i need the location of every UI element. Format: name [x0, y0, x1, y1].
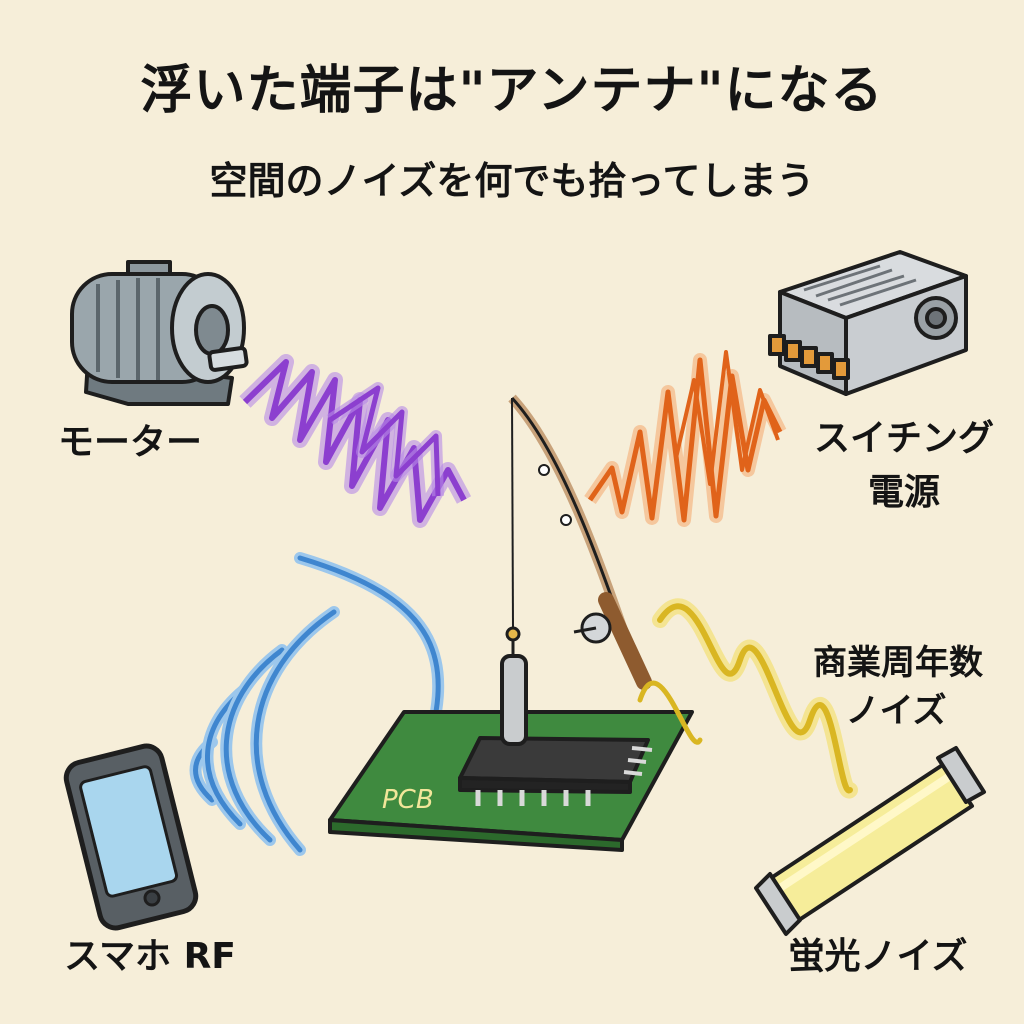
- fluorescent-tube-icon: [754, 746, 986, 936]
- fishing-rod-icon: [508, 394, 652, 690]
- pcb-label: PCB: [382, 785, 434, 815]
- motor-icon: [70, 260, 249, 406]
- circuit-board-icon: [328, 710, 694, 852]
- smps-label-line1: スイチング: [814, 418, 994, 459]
- smps-noise-wave: [584, 350, 787, 527]
- mains-label-line1: 商業周年数: [813, 643, 983, 683]
- motor-noise-wave: [239, 354, 472, 528]
- page-subtitle: 空間のノイズを何でも拾ってしまう: [209, 159, 815, 203]
- motor-label: モーター: [58, 422, 202, 463]
- page-title: 浮いた端子は"アンテナ"になる: [140, 61, 884, 121]
- smps-label-line2: 電源: [868, 472, 940, 513]
- mains-noise-wave: [637, 598, 858, 799]
- power-supply-icon: [768, 250, 968, 396]
- smartphone-icon: [63, 743, 199, 931]
- floating-pin: [500, 626, 528, 746]
- fluorescent-label: 蛍光ノイズ: [789, 935, 968, 977]
- mains-label-line2: ノイズ: [846, 691, 947, 731]
- phone-label: スマホ RF: [64, 936, 236, 977]
